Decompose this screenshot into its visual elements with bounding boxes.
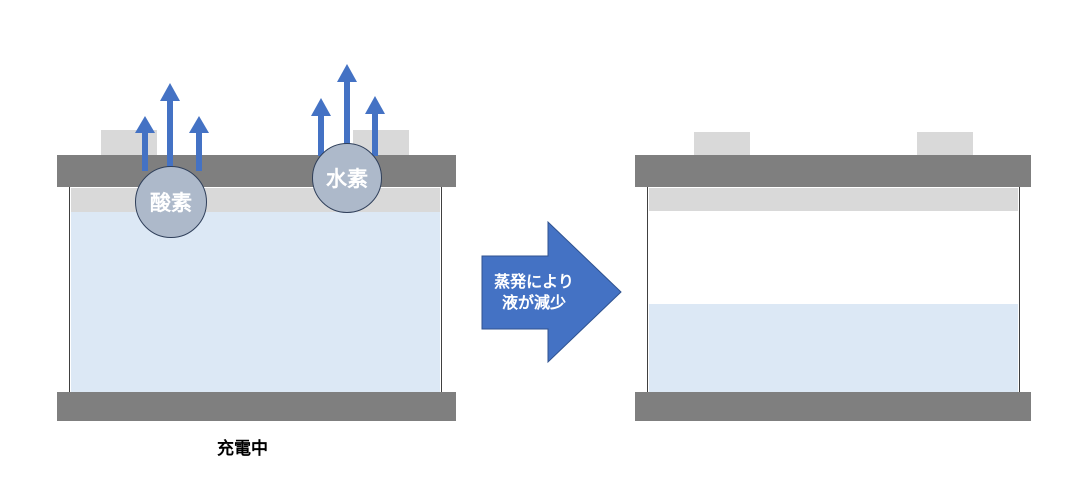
hydrogen-bubble: 水素 <box>312 143 382 213</box>
gas-arrow-up-icon <box>365 96 385 156</box>
right-negative-terminal <box>694 132 750 158</box>
right-battery-base <box>635 392 1031 421</box>
oxygen-bubble: 酸素 <box>135 166 207 238</box>
right-gas-space <box>649 188 1018 211</box>
left-battery-lid <box>57 155 456 187</box>
right-electrolyte <box>649 304 1018 392</box>
process-arrow-line1: 蒸発により <box>494 272 574 291</box>
charging-caption: 充電中 <box>217 439 268 459</box>
process-arrow-line2: 液が減少 <box>501 293 566 312</box>
process-arrow-label: 蒸発により 液が減少 <box>484 271 584 315</box>
right-battery-lid <box>635 155 1031 187</box>
left-electrolyte <box>71 212 440 392</box>
gas-arrow-up-icon <box>189 116 209 171</box>
gas-arrow-up-icon <box>160 83 180 171</box>
gas-arrow-up-icon <box>135 116 155 171</box>
gas-arrow-up-icon <box>337 64 357 156</box>
left-battery-base <box>57 392 456 421</box>
gas-arrow-up-icon <box>311 98 331 156</box>
right-positive-terminal <box>917 132 973 158</box>
